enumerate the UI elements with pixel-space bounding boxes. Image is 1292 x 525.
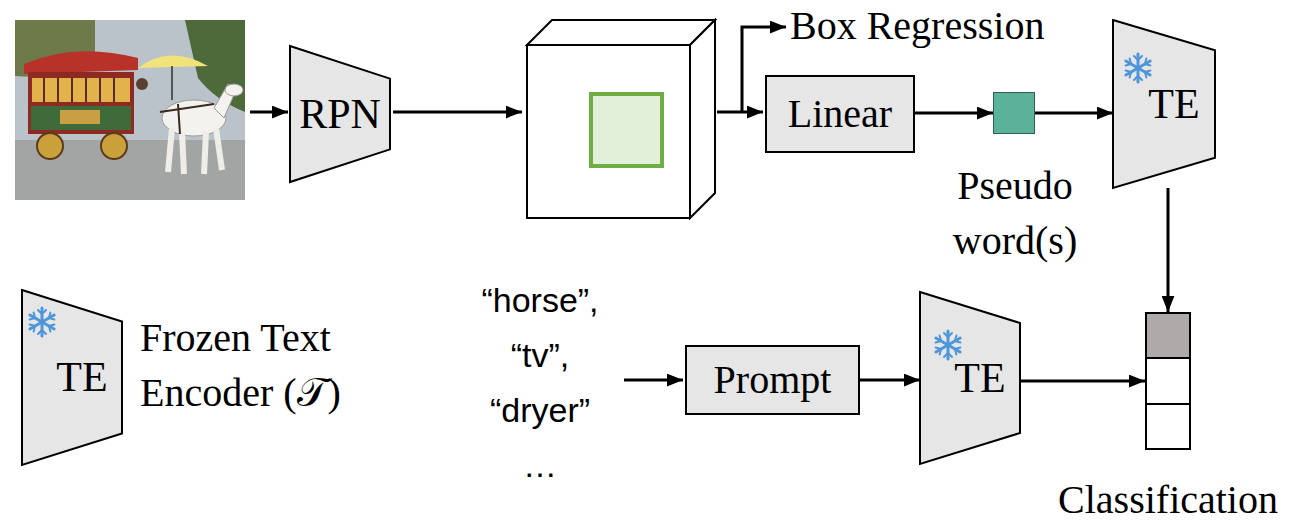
- photo-wheel: [37, 133, 63, 159]
- photo-trolley-windows: [32, 78, 130, 102]
- prompt-box: Prompt: [685, 345, 860, 415]
- photo-trolley-roof: [24, 51, 138, 74]
- label-holder: …: [390, 445, 690, 485]
- photo-sky: [15, 20, 245, 200]
- classification-vector: Classification: [1145, 312, 1191, 450]
- snowflake-stroke: [47, 323, 54, 332]
- snowflake-arm: [934, 335, 950, 349]
- label-holder: “dryer”: [390, 390, 690, 430]
- score-cell: [1145, 312, 1191, 359]
- score-cell: [1145, 357, 1191, 404]
- class-name: “dryer”: [390, 390, 690, 430]
- snowflake-stroke: [38, 310, 46, 314]
- cube-top: [527, 20, 715, 45]
- snowflake-arm: [28, 312, 44, 326]
- trapezoid-shape: [290, 46, 390, 182]
- photo-horse-legs: [168, 128, 222, 174]
- node-label: Prompt: [714, 358, 832, 402]
- snowflake-stroke: [936, 336, 943, 345]
- photo-trolley-posts: [44, 78, 114, 102]
- snowflake-stroke: [1134, 56, 1142, 60]
- flow-connector: [915, 112, 993, 115]
- node-label: RPN: [299, 91, 381, 137]
- flow-arrow: [717, 111, 763, 114]
- snowflake-icon: [934, 331, 962, 359]
- score-cell: [1145, 403, 1191, 450]
- photo-trolley-panel: [31, 106, 131, 130]
- class-name: “horse”,: [390, 280, 690, 320]
- snowflake-stroke: [944, 353, 952, 357]
- snowflake-stroke: [1126, 69, 1133, 78]
- cube-front: [527, 45, 690, 218]
- text-encoder-key: TEFrozen Text Encoder (𝒯): [22, 290, 122, 465]
- node-label: Linear: [788, 92, 892, 136]
- label-holder: “tv”,: [390, 335, 690, 375]
- photo-harness: [160, 104, 214, 134]
- text-holder: Classification: [1048, 478, 1288, 522]
- photo-trolley-ornament: [60, 110, 100, 124]
- region-box: [591, 94, 662, 166]
- frozen-snowflake: [25, 305, 59, 339]
- flow-arrow: [393, 111, 522, 114]
- frozen-snowflake: [1121, 51, 1155, 85]
- node-label: TE: [1128, 81, 1199, 127]
- cube-side: [690, 20, 715, 218]
- photo-pole: [171, 66, 173, 100]
- snowflake-stroke: [1143, 69, 1150, 78]
- flow-arrow: [250, 111, 288, 114]
- text-encoder: TE: [1113, 20, 1215, 188]
- flow-connector: [1020, 380, 1145, 383]
- snowflake-icon: [28, 308, 56, 336]
- input-photo: [15, 20, 245, 200]
- rpn-trapezoid: RPN: [290, 46, 390, 182]
- text-holder: Pseudo word(s): [935, 158, 1095, 268]
- class-name: “tv”,: [390, 335, 690, 375]
- flow-connector: [1035, 112, 1113, 115]
- node-label: TE: [934, 355, 1005, 401]
- node-caption: Pseudo word(s): [935, 158, 1095, 268]
- photo-wheel: [101, 133, 127, 159]
- linear-box: Linear: [765, 75, 915, 153]
- trapezoid-shape: [1113, 20, 1215, 188]
- snowflake-stroke: [47, 313, 54, 322]
- label-holder: “horse”,: [390, 280, 690, 320]
- text-encoder: TE: [920, 292, 1020, 464]
- snowflake-stroke: [953, 346, 960, 355]
- feature-cube: [527, 20, 715, 218]
- snowflake-stroke: [1126, 59, 1133, 68]
- trapezoid-shape: [22, 290, 122, 465]
- flow-connector: [1167, 188, 1170, 312]
- photo-trolley-body: [28, 72, 134, 134]
- node-label: TE: [36, 354, 107, 400]
- flow-connector: [860, 379, 920, 382]
- snowflake-arm: [1124, 58, 1140, 72]
- ellipsis: …: [390, 445, 690, 485]
- snowflake-stroke: [936, 346, 943, 355]
- node-caption: Classification: [1048, 478, 1288, 522]
- snowflake-stroke: [30, 323, 37, 332]
- flow-arrow: [624, 379, 683, 382]
- snowflake-icon: [1124, 54, 1152, 82]
- snowflake-stroke: [30, 313, 37, 322]
- snowflake-stroke: [953, 336, 960, 345]
- snowflake-stroke: [944, 333, 952, 337]
- label-holder: Box Regression: [790, 4, 1090, 48]
- node-caption: Frozen Text Encoder (𝒯): [140, 310, 380, 420]
- trapezoid-shape: [920, 292, 1020, 464]
- snowflake-stroke: [1134, 76, 1142, 80]
- photo-driver: [136, 78, 148, 90]
- text-holder: Frozen Text Encoder (𝒯): [140, 310, 380, 420]
- snowflake-stroke: [38, 330, 46, 334]
- box-regression-label: Box Regression: [790, 4, 1090, 48]
- photo-horse-head: [225, 84, 243, 96]
- snowflake-stroke: [1143, 59, 1150, 68]
- pseudo-word-square: Pseudo word(s): [993, 92, 1035, 134]
